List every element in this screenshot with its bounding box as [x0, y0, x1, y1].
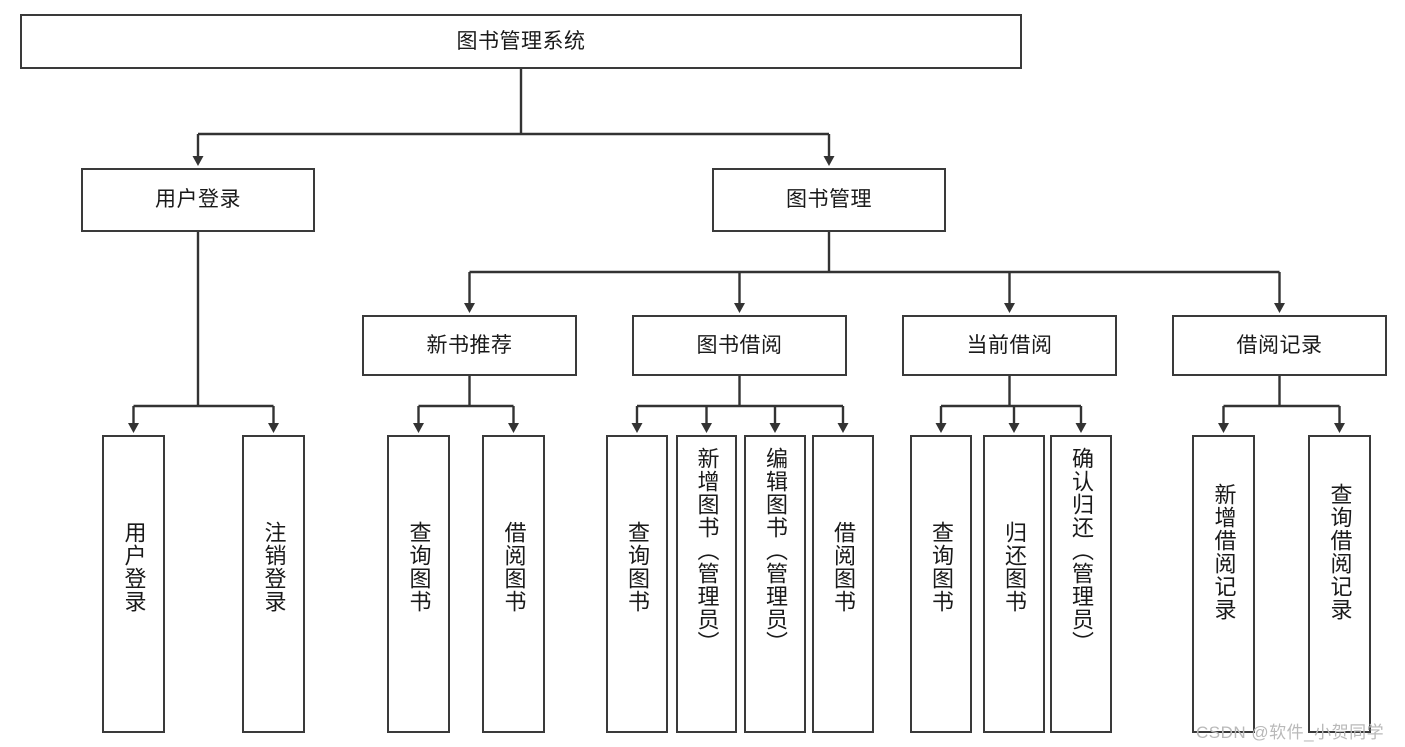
node-new-book-rec-label: 新书推荐: [426, 333, 513, 357]
node-user-login-label: 用户登录: [155, 188, 241, 212]
node-root-label: 图书管理系统: [456, 29, 586, 53]
node-leaf-edit-book-label: 编辑图书（管理员）: [762, 447, 788, 654]
node-leaf-borrow-book-1[interactable]: 借阅图书: [482, 435, 545, 733]
node-leaf-borrow-book-2[interactable]: 借阅图书: [812, 435, 874, 733]
node-leaf-user-login[interactable]: 用户登录: [102, 435, 165, 733]
node-book-manage[interactable]: 图书管理: [712, 168, 946, 232]
node-user-login[interactable]: 用户登录: [81, 168, 315, 232]
node-leaf-return-book-label: 归还图书: [1001, 521, 1027, 613]
node-leaf-query-book-2-label: 查询图书: [624, 521, 650, 613]
node-leaf-logout-label: 注销登录: [261, 521, 287, 613]
node-leaf-query-book-2[interactable]: 查询图书: [606, 435, 668, 733]
node-leaf-user-login-label: 用户登录: [121, 521, 147, 613]
node-current-borrow[interactable]: 当前借阅: [902, 315, 1117, 376]
node-leaf-query-book-1-label: 查询图书: [406, 521, 432, 613]
node-leaf-add-record-label: 新增借阅记录: [1211, 483, 1237, 621]
node-leaf-borrow-book-2-label: 借阅图书: [830, 521, 856, 613]
node-leaf-query-book-3[interactable]: 查询图书: [910, 435, 972, 733]
node-leaf-return-book[interactable]: 归还图书: [983, 435, 1045, 733]
node-leaf-query-record-label: 查询借阅记录: [1327, 483, 1353, 621]
node-book-manage-label: 图书管理: [786, 188, 872, 212]
csdn-watermark: CSDN @软件_小贺同学: [1196, 723, 1385, 742]
node-new-book-rec[interactable]: 新书推荐: [362, 315, 577, 376]
node-leaf-borrow-book-1-label: 借阅图书: [501, 521, 527, 613]
node-borrow-record[interactable]: 借阅记录: [1172, 315, 1387, 376]
node-leaf-add-record[interactable]: 新增借阅记录: [1192, 435, 1255, 733]
node-root[interactable]: 图书管理系统: [20, 14, 1022, 69]
node-current-borrow-label: 当前借阅: [966, 333, 1053, 357]
node-leaf-query-book-1[interactable]: 查询图书: [387, 435, 450, 733]
node-leaf-edit-book[interactable]: 编辑图书（管理员）: [744, 435, 806, 733]
node-leaf-confirm-return-label: 确认归还（管理员）: [1068, 447, 1094, 654]
node-leaf-query-record[interactable]: 查询借阅记录: [1308, 435, 1371, 733]
node-book-borrow-label: 图书借阅: [696, 333, 783, 357]
node-book-borrow[interactable]: 图书借阅: [632, 315, 847, 376]
node-leaf-query-book-3-label: 查询图书: [928, 521, 954, 613]
node-leaf-logout[interactable]: 注销登录: [242, 435, 305, 733]
node-leaf-confirm-return[interactable]: 确认归还（管理员）: [1050, 435, 1112, 733]
node-leaf-add-book[interactable]: 新增图书（管理员）: [676, 435, 737, 733]
node-leaf-add-book-label: 新增图书（管理员）: [694, 447, 720, 654]
node-borrow-record-label: 借阅记录: [1236, 333, 1323, 357]
